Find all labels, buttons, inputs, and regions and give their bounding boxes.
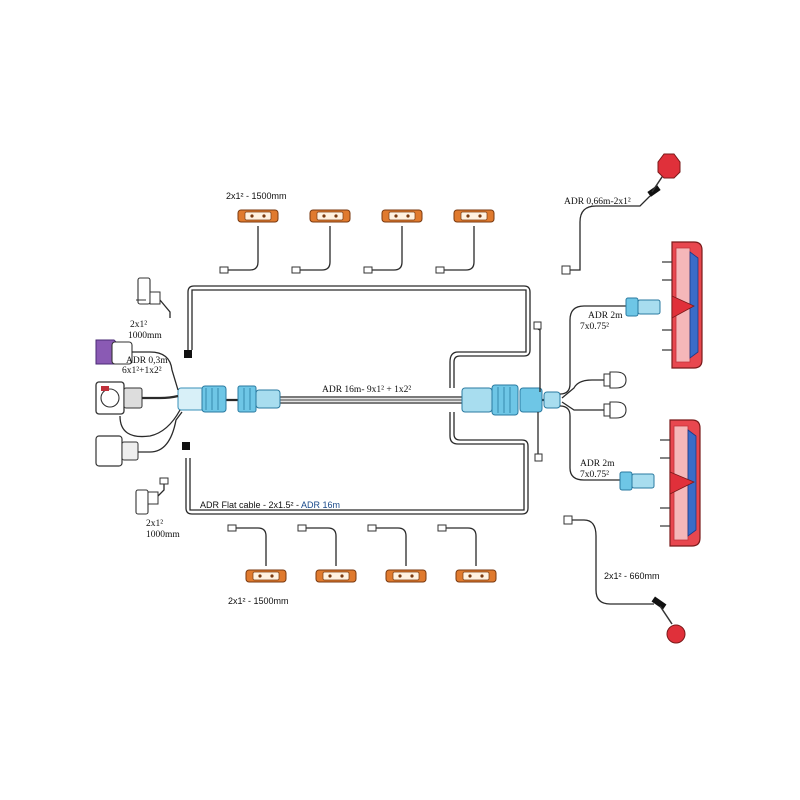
rear-tail-lamp-upper (625, 241, 703, 369)
right-junction-connector (461, 384, 561, 416)
rear-upper-cable-label: ADR 2m (588, 311, 623, 321)
terminal-block-bottom (182, 442, 190, 450)
rear-upper-cable-spec: 7x0.75² (580, 322, 609, 332)
rear-lower-cable-spec: 7x0.75² (580, 470, 609, 480)
top-left-cable-length: 1000mm (128, 331, 162, 341)
top-marker-lamp-2 (291, 209, 351, 274)
main-adr-socket (95, 381, 181, 438)
top-right-cable-label: ADR 0,66m-2x1² (564, 197, 631, 207)
terminal-block-top (184, 350, 192, 358)
top-left-socket (136, 277, 171, 318)
side-lamp-upper (603, 371, 627, 389)
main-cable-label: ADR 16m- 9x1² + 1x2² (322, 385, 411, 395)
adr-short-cable-label: ADR 0,3m (126, 356, 168, 366)
bottom-left-side-lamp (135, 477, 169, 515)
purple-adr-socket (95, 339, 179, 391)
top-right-marker-lamp (561, 153, 681, 275)
bottom-right-marker-lamp (563, 515, 686, 644)
left-junction-connector (177, 385, 281, 413)
bottom-marker-lamp-1 (227, 524, 287, 583)
bottom-right-cable-label: 2x1² - 660mm (604, 571, 660, 581)
top-marker-lamp-4 (435, 209, 495, 274)
rear-tail-lamp-lower (619, 419, 701, 547)
bottom-marker-lamp-3 (367, 524, 427, 583)
rear-lower-cable-label: ADR 2m (580, 459, 615, 469)
side-lamp-lower (603, 401, 627, 419)
top-marker-lamp-3 (363, 209, 423, 274)
bottom-left-cable-label: 2x1² (146, 519, 163, 529)
top-left-cable-label: 2x1² (130, 320, 147, 330)
bottom-left-cable-length: 1000mm (146, 530, 180, 540)
flat-cable-label: ADR Flat cable - 2x1.5² - ADR 16m (200, 500, 340, 510)
top-marker-lamp-1 (219, 209, 279, 274)
bottom-left-socket (95, 411, 183, 467)
bottom-marker-lights (227, 524, 497, 583)
bottom-marker-lamp-2 (297, 524, 357, 583)
top-marker-lights (219, 209, 495, 274)
rear-lamp-branches (533, 305, 626, 481)
adr-short-cable-spec: 6x1²+1x2² (122, 366, 162, 376)
top-marker-cable-label: 2x1² - 1500mm (226, 191, 287, 201)
bottom-marker-cable-label: 2x1² - 1500mm (228, 596, 289, 606)
bottom-marker-lamp-4 (437, 524, 497, 583)
